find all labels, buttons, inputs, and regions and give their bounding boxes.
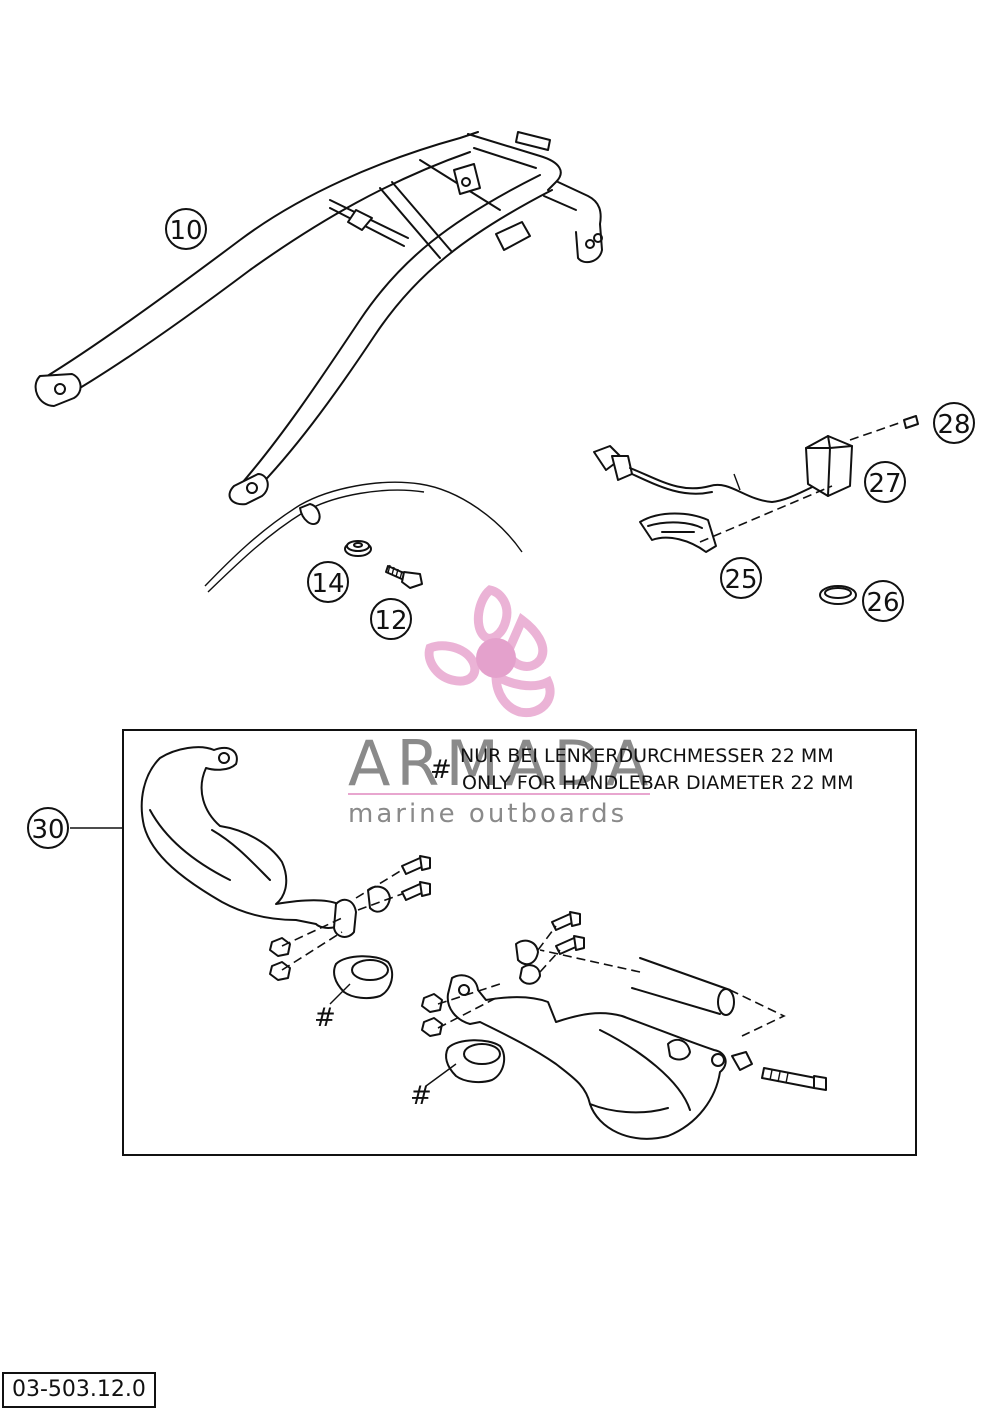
luggage-rack-drawing bbox=[34, 131, 603, 506]
kit-note-line1: NUR BEI LENKERDURCHMESSER 22 MM bbox=[460, 745, 834, 767]
diagram-part-code: 03-503.12.0 bbox=[2, 1372, 156, 1408]
hand-guard-kit-frame bbox=[122, 729, 917, 1156]
callout-27: 27 bbox=[864, 461, 906, 503]
left-hand-guard-drawing bbox=[140, 746, 431, 1005]
spacer-marker-left: # bbox=[314, 1003, 336, 1033]
rear-fender-outline bbox=[204, 481, 523, 593]
svg-text:28: 28 bbox=[937, 410, 970, 440]
callout-10: 10 bbox=[165, 208, 207, 250]
svg-text:12: 12 bbox=[374, 606, 407, 636]
spacer-marker-right: # bbox=[410, 1081, 432, 1111]
svg-text:26: 26 bbox=[866, 588, 899, 618]
callout-25: 25 bbox=[720, 557, 762, 599]
callout-12: 12 bbox=[370, 598, 412, 640]
svg-text:25: 25 bbox=[724, 565, 757, 595]
washer-part-14 bbox=[344, 540, 372, 557]
svg-text:14: 14 bbox=[311, 569, 344, 599]
note-hash-marker: # bbox=[430, 755, 452, 785]
watermark-propeller-logo bbox=[424, 585, 555, 718]
callout-14: 14 bbox=[307, 561, 349, 603]
svg-text:30: 30 bbox=[31, 815, 64, 845]
watermark-title: ARMADA bbox=[348, 727, 654, 800]
callout-30: 30 bbox=[27, 807, 69, 849]
callout-28: 28 bbox=[933, 402, 975, 444]
bolt-part-12 bbox=[385, 564, 423, 589]
tail-light-assembly bbox=[593, 415, 919, 605]
watermark-subtitle: marine outboards bbox=[348, 799, 627, 829]
svg-text:10: 10 bbox=[169, 216, 202, 246]
kit-note-line2: ONLY FOR HANDLEBAR DIAMETER 22 MM bbox=[462, 772, 853, 794]
right-hand-guard-drawing bbox=[421, 911, 827, 1140]
callout-26: 26 bbox=[862, 580, 904, 622]
svg-text:27: 27 bbox=[868, 469, 901, 499]
